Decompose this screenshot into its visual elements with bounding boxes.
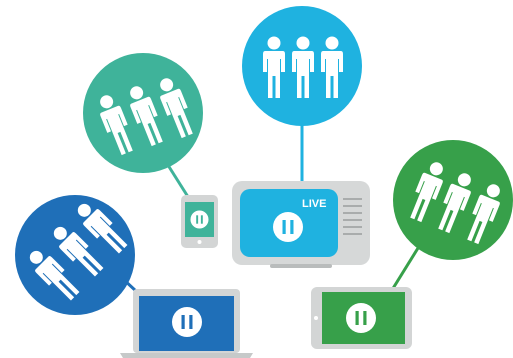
speaker-grille-icon [343, 198, 362, 235]
blue-audience-circle [15, 195, 135, 315]
tablet-device[interactable] [311, 287, 412, 349]
pause-icon[interactable] [190, 210, 209, 229]
green-audience-circle [393, 140, 513, 260]
cyan-audience-circle [242, 6, 362, 126]
phone-device[interactable] [181, 195, 218, 248]
laptop-device[interactable] [120, 289, 253, 358]
pause-icon[interactable] [172, 307, 202, 337]
live-badge: LIVE [302, 198, 326, 210]
pause-icon[interactable] [273, 212, 303, 242]
teal-connector [164, 161, 192, 201]
pause-icon[interactable] [346, 303, 376, 333]
tv-device[interactable]: LIVE [232, 181, 370, 268]
teal-audience-circle [83, 53, 203, 173]
